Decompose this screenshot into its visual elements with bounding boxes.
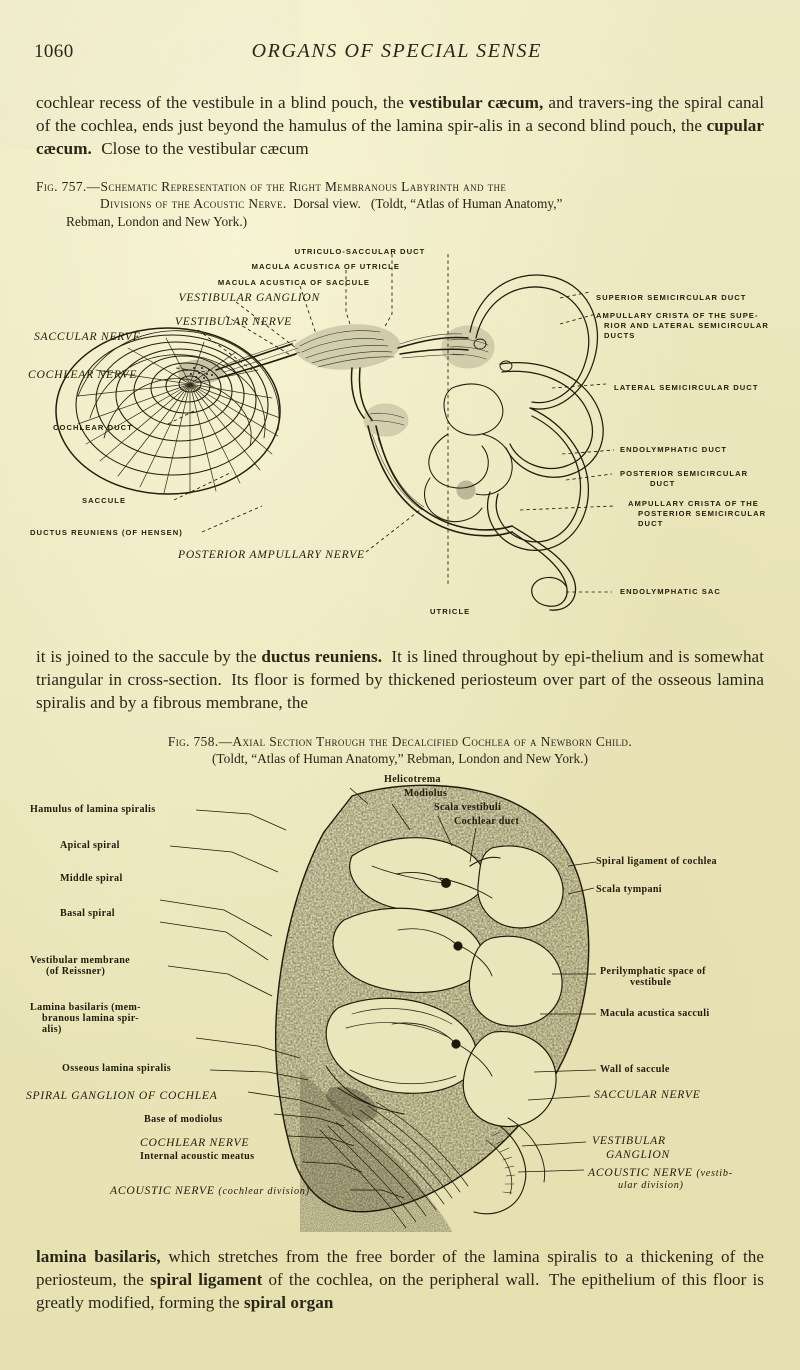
label-spiral-ganglion-of-cochlea: SPIRAL GANGLION OF COCHLEA [26,1089,218,1102]
paragraph-top: cochlear recess of the vestibule in a bl… [36,92,764,161]
label-vestibular-ganglion: VESTIBULAR GANGLION [178,291,320,304]
label-ampullary-crista-posterior-line1: AMPULLARY CRISTA OF THE [628,499,759,508]
paragraph-bottom: lamina basilaris, which stretches from t… [36,1246,764,1315]
paragraph-middle: it is joined to the saccule by the ductu… [36,646,764,715]
label-cochlear-division-paren: (cochlear division) [218,1186,310,1197]
label-basal-spiral: Basal spiral [60,908,115,919]
label-modiolus: Modiolus [404,788,448,799]
label-helicotrema: Helicotrema [384,774,441,785]
label-osseous-lamina-spiralis: Osseous lamina spiralis [62,1063,172,1074]
term-ductus-reuniens: ductus reuniens. [261,647,383,666]
figure-number: Fig. 757.— [36,179,101,194]
label-base-of-modiolus: Base of modiolus [144,1114,223,1125]
term-vestibular-caecum: vestibular cæcum, [409,93,544,112]
label-middle-spiral: Middle spiral [60,873,123,884]
figure-758-caption: Fig. 758.—Axial Section Through the Deca… [36,733,764,768]
term-cupular-caecum: cupular cæcum. [36,115,764,158]
label-utricle: UTRICLE [430,607,471,616]
label-ampullary-crista-posterior-line2: POSTERIOR SEMICIRCULAR [638,509,767,518]
label-vestibular-nerve: VESTIBULAR NERVE [174,315,292,328]
label-lateral-semicircular-duct: LATERAL SEMICIRCULAR DUCT [614,383,759,392]
label-vestibular-division-paren2: ular division) [618,1180,684,1191]
text-segment: The epithelium of this floor is greatly … [36,1269,765,1312]
label-hamulus-lamina-spiralis: Hamulus of lamina spiralis [30,804,156,815]
label-ampullary-crista-superior-lateral-line1: AMPULLARY CRISTA OF THE SUPE- [596,311,759,320]
label-macula-acustica-utricle: MACULA ACUSTICA OF UTRICLE [251,262,400,271]
text-segment: it is joined to the saccule by the [36,647,262,666]
figure-title-line2: Divisions of the Acoustic Nerve. [100,196,287,212]
label-saccule: SACCULE [82,496,127,505]
term-spiral-organ: spiral organ [244,1292,334,1312]
running-head: 1060 ORGANS OF SPECIAL SENSE [34,40,766,63]
text-segment: which stretches from the free border of … [36,1247,764,1289]
label-spiral-ligament-of-cochlea: Spiral ligament of cochlea [596,856,717,867]
label-ampullary-crista-superior-lateral-line2: RIOR AND LATERAL SEMICIRCULAR [604,321,769,330]
label-cochlear-nerve-758: COCHLEAR NERVE [140,1136,250,1149]
label-lamina-basilaris-line1: Lamina basilaris (mem- [30,1002,141,1013]
figure-757-caption: Fig. 757.—Schematic Representation of th… [36,178,764,230]
figure-758-axial-section-cochlea: Helicotrema Modiolus Scala vestibuli Coc… [0,770,800,1232]
figure-source: (Toldt, “Atlas of Human Anatomy,” [370,196,563,212]
label-saccular-nerve-758: SACCULAR NERVE [594,1088,701,1101]
text-segment: It is lined throughout by epi-thelium an… [36,647,764,689]
text-segment: and travers-ing the spiral canal of the … [36,93,764,135]
label-posterior-semicircular-duct-line2: DUCT [650,479,676,488]
label-perilymphatic-space-line1: Perilymphatic space of [600,966,706,977]
label-vestibular-membrane-line1: Vestibular membrane [30,955,131,966]
label-vestibular-membrane-line2: (of Reissner) [46,966,106,977]
text-segment: Its floor is formed by thickened periost… [36,669,764,712]
label-macula-acustica-saccule: MACULA ACUSTICA OF SACCULE [217,278,370,287]
figure-title: Axial Section Through the Decalcified Co… [232,734,633,749]
label-lamina-basilaris-line2: branous lamina spir- [42,1013,139,1024]
label-posterior-semicircular-duct-line1: POSTERIOR SEMICIRCULAR [620,469,749,478]
figure-757-membranous-labyrinth: UTRICULO-SACCULAR DUCT MACULA ACUSTICA O… [0,247,800,626]
figure-title-line1: Schematic Representation of the Right Me… [100,179,507,194]
label-acoustic-nerve-vestibular-division: ACOUSTIC NERVE (vestib- [588,1166,733,1179]
text-segment: Close to the vestibular cæcum [101,138,309,158]
label-vestibular-division-paren1: (vestib- [696,1168,733,1179]
label-ampullary-crista-superior-lateral-line3: DUCTS [604,331,636,340]
label-cochlear-duct-758: Cochlear duct [454,816,520,827]
label-ductus-reuniens: DUCTUS REUNIENS (OF HENSEN) [30,528,183,537]
label-utriculo-saccular-duct: UTRICULO-SACCULAR DUCT [294,247,426,256]
label-posterior-ampullary-nerve: POSTERIOR AMPULLARY NERVE [178,548,365,561]
label-wall-of-saccule: Wall of saccule [600,1064,670,1075]
label-endolymphatic-duct: ENDOLYMPHATIC DUCT [620,445,728,454]
text-segment: of the cochlea, on the peripheral wall. [262,1269,540,1289]
figure-758-drawing [159,784,597,1232]
label-cochlear-duct: COCHLEAR DUCT [53,423,133,432]
figure-source: (Toldt, “Atlas of Human Anatomy,” Rebman… [211,751,589,767]
label-saccular-nerve: SACCULAR NERVE [34,330,141,343]
running-title: ORGANS OF SPECIAL SENSE [251,40,542,62]
label-scala-vestibuli: Scala vestibuli [434,802,502,813]
label-perilymphatic-space-line2: vestibule [630,977,672,988]
figure-757-drawing [55,254,615,611]
label-endolymphatic-sac: ENDOLYMPHATIC SAC [620,587,721,596]
figure-view: Dorsal view. [293,196,361,212]
label-cochlear-nerve: COCHLEAR NERVE [28,368,138,381]
term-spiral-ligament: spiral ligament [150,1269,263,1289]
term-lamina-basilaris: lamina basilaris, [36,1247,161,1266]
label-acoustic-nerve-cochlear-division: ACOUSTIC NERVE (cochlear division) [110,1184,310,1197]
label-internal-acoustic-meatus: Internal acoustic meatus [140,1151,255,1162]
label-lamina-basilaris-line3: alis) [42,1024,62,1035]
label-vestibular-ganglion-line1: VESTIBULAR [592,1134,666,1147]
label-vestibular-ganglion-line2: GANGLION [606,1148,670,1161]
label-superior-semicircular-duct: SUPERIOR SEMICIRCULAR DUCT [596,293,747,302]
label-macula-acustica-sacculi: Macula acustica sacculi [600,1008,710,1019]
text-segment: cochlear recess of the vestibule in a bl… [36,93,409,112]
label-scala-tympani: Scala tympani [596,884,662,895]
label-ampullary-crista-posterior-line3: DUCT [638,519,664,528]
page-number: 1060 [34,41,74,62]
figure-number: Fig. 758.— [167,734,233,749]
figure-source-line2: Rebman, London and New York.) [66,213,248,229]
label-apical-spiral: Apical spiral [60,840,120,851]
